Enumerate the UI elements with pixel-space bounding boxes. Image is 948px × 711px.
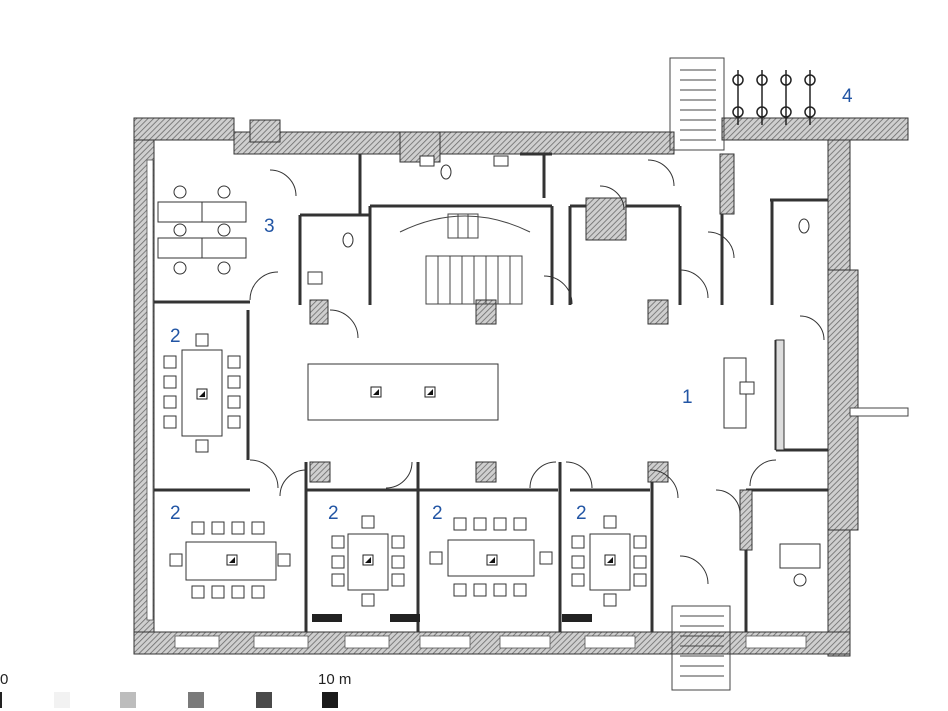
room-labels: 1 2 2 2 2 2 3 4 bbox=[170, 86, 853, 524]
room-label-bike-storage: 4 bbox=[842, 86, 853, 107]
table-icon bbox=[589, 533, 631, 591]
stair-icon bbox=[671, 605, 731, 691]
table-icon bbox=[307, 363, 499, 421]
scale-swatch-1 bbox=[54, 692, 70, 708]
chair-icon bbox=[173, 185, 231, 275]
stair-icon bbox=[669, 57, 725, 151]
window-icon bbox=[312, 614, 592, 622]
sink-icon bbox=[419, 155, 509, 167]
scale-swatch-5 bbox=[322, 692, 338, 708]
table-icon bbox=[447, 539, 535, 577]
table-icon bbox=[347, 533, 389, 591]
table-icon bbox=[779, 543, 821, 587]
room-label-meeting-bottom-1: 2 bbox=[170, 503, 181, 524]
scale-swatch-3 bbox=[188, 692, 204, 708]
table-icon bbox=[723, 339, 785, 451]
stair-icon bbox=[399, 213, 531, 305]
scale-end-label: 10 m bbox=[318, 671, 351, 688]
room-label-workspace: 3 bbox=[264, 216, 275, 237]
scale-tick bbox=[0, 692, 2, 708]
toilet-icon bbox=[307, 164, 810, 285]
scale-swatch-4 bbox=[256, 692, 272, 708]
scale-start-label: 0 bbox=[0, 671, 8, 688]
scale-bar: 0 10 m bbox=[0, 671, 351, 708]
columns bbox=[249, 119, 753, 551]
room-label-meeting-bottom-4: 2 bbox=[576, 503, 587, 524]
scale-swatch-2 bbox=[120, 692, 136, 708]
table-icon bbox=[157, 201, 247, 259]
table-icon bbox=[185, 541, 277, 581]
room-label-meeting-left-upper: 2 bbox=[170, 326, 181, 347]
room-label-meeting-bottom-2: 2 bbox=[328, 503, 339, 524]
bicycle-icon bbox=[732, 70, 816, 125]
table-icon bbox=[181, 349, 223, 437]
room-label-reception: 1 bbox=[682, 387, 693, 408]
outer-walls bbox=[133, 117, 909, 657]
door-swing-icon bbox=[249, 159, 825, 585]
room-label-meeting-bottom-3: 2 bbox=[432, 503, 443, 524]
